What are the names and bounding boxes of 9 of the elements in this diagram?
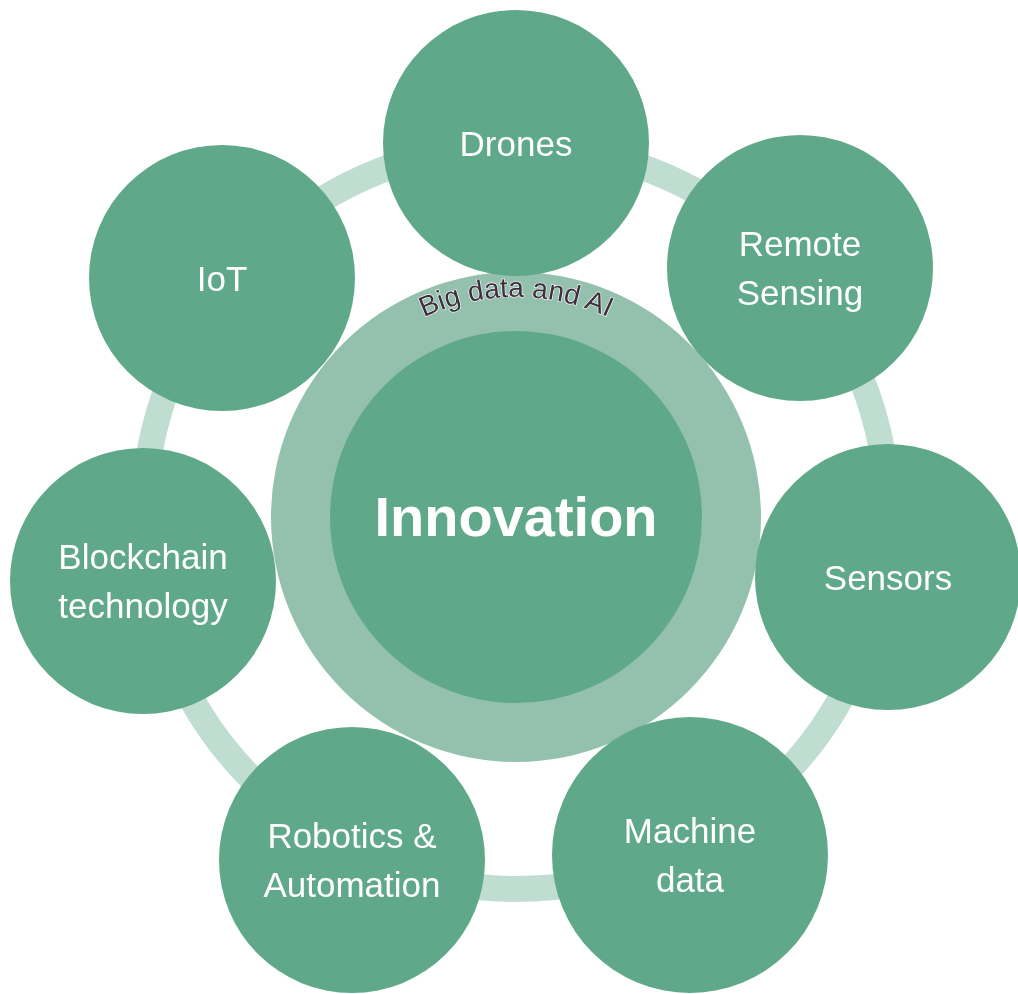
center-title: Innovation bbox=[373, 484, 659, 550]
topic-label: Blockchain technology bbox=[57, 536, 229, 627]
topic-label: Sensors bbox=[823, 556, 953, 599]
topic-label: Remote Sensing bbox=[735, 223, 865, 314]
topic-label: Machine data bbox=[622, 810, 758, 901]
curved-heading: Big data and AI bbox=[414, 272, 619, 323]
topic-label: Robotics & Automation bbox=[262, 815, 442, 906]
topic-label: IoT bbox=[196, 257, 248, 300]
topic-label: Drones bbox=[459, 122, 573, 165]
